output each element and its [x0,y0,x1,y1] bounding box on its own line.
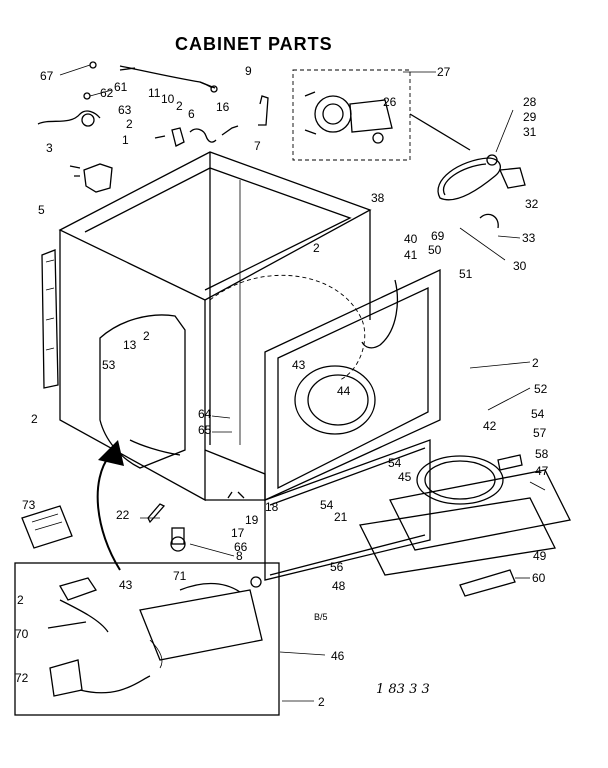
callout-label: 49 [533,549,547,563]
callout-label: 47 [535,464,549,478]
callout-label: 41 [404,248,418,262]
callout-label: 57 [533,426,547,440]
detail-arrow [96,440,124,571]
drive-belt-and-idler [437,154,526,229]
callout-label: 64 [198,407,212,421]
callout-label: 58 [535,447,549,461]
callout-label: 6 [188,107,195,121]
page-code: B/5 [314,612,328,622]
handwritten-code: 1 83 3 3 [376,682,430,697]
callout-label: 33 [522,231,536,245]
callout-label: 31 [523,125,537,139]
callout-label: 13 [123,338,137,352]
callout-label: 2 [31,412,38,426]
callout-label: 43 [292,358,306,372]
callout-label: 62 [100,86,114,100]
callout-label: 1 [122,133,129,147]
callout-label: 60 [532,571,546,585]
lower-small-parts [21,491,262,588]
callout-label: 43 [119,578,133,592]
motor-assembly [292,69,471,161]
door-assembly [264,439,571,597]
callout-label: 70 [15,627,29,641]
callout-label: 48 [332,579,346,593]
callout-label: 28 [523,95,537,109]
callout-label: 5 [38,203,45,217]
callout-label: 44 [337,384,351,398]
inset-detail-box [14,562,280,716]
callout-label: 38 [371,191,385,205]
callout-label: 19 [245,513,259,527]
callout-label: 27 [437,65,451,79]
callout-label: 51 [459,267,473,281]
callout-label: 63 [118,103,132,117]
callout-label: 21 [334,510,348,524]
callout-label: 30 [513,259,527,273]
callout-label: 67 [40,69,54,83]
callout-label: 73 [22,498,36,512]
callout-label: 29 [523,110,537,124]
callout-label: 2 [318,695,325,709]
callout-label: 2 [532,356,539,370]
callout-label: 2 [17,593,24,607]
callout-label: 7 [254,139,261,153]
callout-label: 16 [216,100,230,114]
callout-label: 61 [114,80,128,94]
callout-label: 42 [483,419,497,433]
callout-label: 2 [313,241,320,255]
callout-label: 66 [234,540,248,554]
callout-label: 54 [388,456,402,470]
wire-harness-parts [37,61,269,193]
callout-label: 9 [245,64,252,78]
callout-label: 2 [143,329,150,343]
callout-label: 54 [320,498,334,512]
front-panel [264,268,441,502]
callout-label: 65 [198,423,212,437]
callout-label: 56 [330,560,344,574]
callout-label: 52 [534,382,548,396]
callout-label: 2 [176,99,183,113]
callout-label: 45 [398,470,412,484]
callout-label: 46 [331,649,345,663]
callout-label: 2 [126,117,133,131]
callout-label: 11 [148,86,161,100]
callout-label: 54 [531,407,545,421]
callout-label: 8 [236,549,243,563]
callout-label: 71 [173,569,187,583]
callout-label: 3 [46,141,53,155]
callout-label: 26 [383,95,397,109]
leader-lines [59,64,546,702]
callout-label: 53 [102,358,116,372]
diagram-title: CABINET PARTS [175,34,333,54]
callout-label: 17 [231,526,245,540]
callout-label: 22 [116,508,130,522]
callout-label: 72 [15,671,29,685]
callout-label: 18 [265,500,279,514]
callout-label: 50 [428,243,442,257]
callout-labels: 67 62 61 63 9 27 26 11 10 2 6 16 28 29 3… [15,64,549,709]
callout-label: 69 [431,229,445,243]
callout-label: 40 [404,232,418,246]
callout-label: 32 [525,197,539,211]
callout-label: 10 [161,92,175,106]
